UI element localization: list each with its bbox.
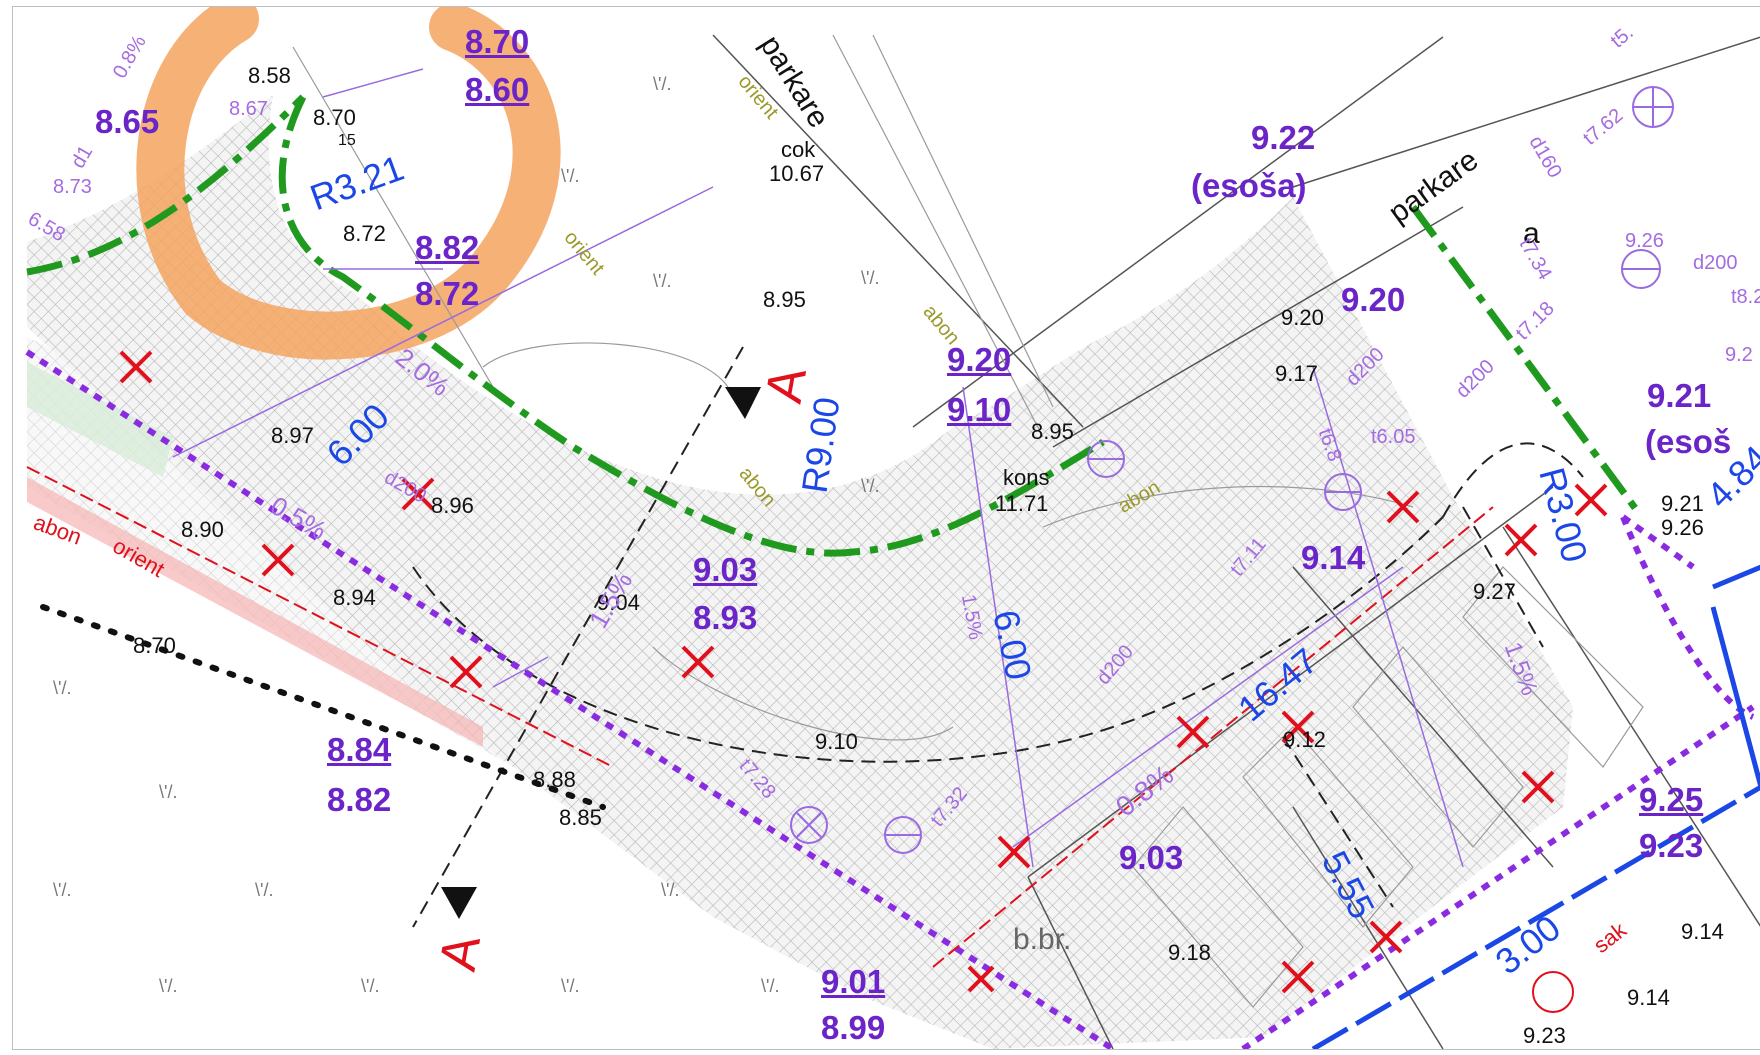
purple-boundary — [25, 349, 1755, 1049]
pipe-label: 8.67 — [229, 98, 268, 120]
level-label: 9.20 — [1341, 281, 1406, 318]
level-label: 9.03 — [693, 551, 758, 588]
level-label: 8.84 — [327, 731, 392, 768]
pipe-label: 9.2 — [1725, 344, 1753, 366]
elevation-label: 9.27 — [1473, 579, 1516, 604]
dashed-curves — [412, 346, 1584, 928]
elevation-label: 9.20 — [1281, 305, 1324, 330]
grass-symbol: \'/. — [861, 476, 880, 496]
elevation-label: 9.17 — [1275, 361, 1318, 386]
grass-symbol: \'/. — [53, 678, 72, 698]
elevation-label: 8.58 — [248, 63, 291, 88]
valve-symbols — [790, 86, 1674, 854]
elevation-label: 9.26 — [1661, 515, 1704, 540]
section-arrows — [441, 387, 761, 919]
level-label: 8.60 — [465, 71, 530, 108]
level-label: 9.23 — [1639, 827, 1704, 864]
level-label: 8.72 — [415, 275, 480, 312]
grass-symbol: \'/. — [661, 880, 680, 900]
pipe-label: 8.73 — [53, 176, 92, 198]
kons-label: kons — [1003, 465, 1050, 490]
grass-symbol: \'/. — [761, 976, 780, 996]
red-x-marks — [119, 350, 1608, 994]
blue-lines — [1311, 564, 1760, 1049]
level-label: 9.21 — [1647, 377, 1712, 414]
elevation-label: 8.70 — [133, 633, 176, 658]
level-label: 8.93 — [693, 599, 758, 636]
grass-symbol: \'/. — [159, 976, 178, 996]
elevation-label: 8.96 — [431, 493, 474, 518]
elevation-label: 9.23 — [1523, 1023, 1566, 1048]
green-strip — [27, 362, 173, 477]
level-label: 9.25 — [1639, 781, 1704, 818]
grass-symbol: \'/. — [653, 74, 672, 94]
elevation-label: 9.14 — [1681, 919, 1724, 944]
level-label: 8.82 — [327, 781, 392, 818]
pipe-label: 9.26 — [1625, 230, 1664, 252]
grass-symbol: \'/. — [159, 782, 178, 802]
level-label: 8.70 — [465, 23, 530, 60]
level-label: 9.01 — [821, 963, 886, 1000]
b-br-label: b.br. — [1013, 923, 1072, 956]
level-label: (esoš — [1645, 423, 1732, 460]
grass-symbol: \'/. — [653, 271, 672, 291]
level-label: 8.99 — [821, 1009, 886, 1046]
elevation-label: 8.70 — [313, 105, 356, 130]
a-label: a — [1523, 217, 1540, 250]
grass-symbol: \'/. — [255, 880, 274, 900]
elevation-label: 9.10 — [815, 729, 858, 754]
elevation-label: 9.12 — [1283, 727, 1326, 752]
elevation-label: 8.94 — [333, 585, 376, 610]
purple-dim-lines — [172, 68, 1464, 868]
level-label: 8.65 — [95, 103, 160, 140]
grass-symbol: \'/. — [561, 976, 580, 996]
pipe-label: t6.05 — [1371, 426, 1416, 448]
drawing-frame: \'/. \'/. \'/. \'/. \'/. \'/. \'/. \'/. … — [12, 6, 1760, 1050]
red-band — [27, 477, 483, 747]
elevation-label: 8.97 — [271, 423, 314, 448]
grass-symbol: \'/. — [361, 976, 380, 996]
elevation-label: 9.04 — [597, 590, 640, 615]
elevation-label: 8.72 — [343, 221, 386, 246]
elevation-label: 9.14 — [1627, 985, 1670, 1010]
context-lines — [712, 34, 1760, 1049]
red-valve-symbol — [1532, 971, 1574, 1013]
level-label: 9.14 — [1301, 539, 1366, 576]
level-label: 9.22 — [1251, 119, 1316, 156]
elevation-label: 9.18 — [1168, 940, 1211, 965]
cok-label: cok — [781, 137, 816, 162]
cok-value: 10.67 — [769, 161, 825, 186]
elevation-label: 8.95 — [1031, 419, 1074, 444]
pipe-label: d200 — [1693, 252, 1738, 274]
elevation-label: 8.95 — [763, 287, 806, 312]
site-plan-drawing — [25, 7, 1760, 1049]
green-boundary — [26, 94, 1641, 557]
elevation-label: 9.21 — [1661, 491, 1704, 516]
red-line — [26, 466, 1494, 968]
highlight-circle — [136, 7, 561, 360]
grass-symbol: \'/. — [561, 166, 580, 186]
level-label: 9.10 — [947, 391, 1012, 428]
level-label: 8.82 — [415, 229, 480, 266]
level-label: (esoša) — [1191, 167, 1307, 204]
elevation-label: 8.85 — [559, 805, 602, 830]
grass-symbol: \'/. — [53, 880, 72, 900]
elevation-label: 8.88 — [533, 767, 576, 792]
grass-symbol: \'/. — [861, 268, 880, 288]
level-label: 9.03 — [1119, 839, 1184, 876]
level-label: 9.20 — [947, 341, 1012, 378]
elevation-label: 15 — [338, 132, 356, 149]
pipe-label: t8.2 — [1731, 286, 1760, 308]
elevation-label: 8.90 — [181, 517, 224, 542]
grey-context-lines — [292, 34, 1644, 1008]
kons-value: 11.71 — [995, 491, 1049, 516]
